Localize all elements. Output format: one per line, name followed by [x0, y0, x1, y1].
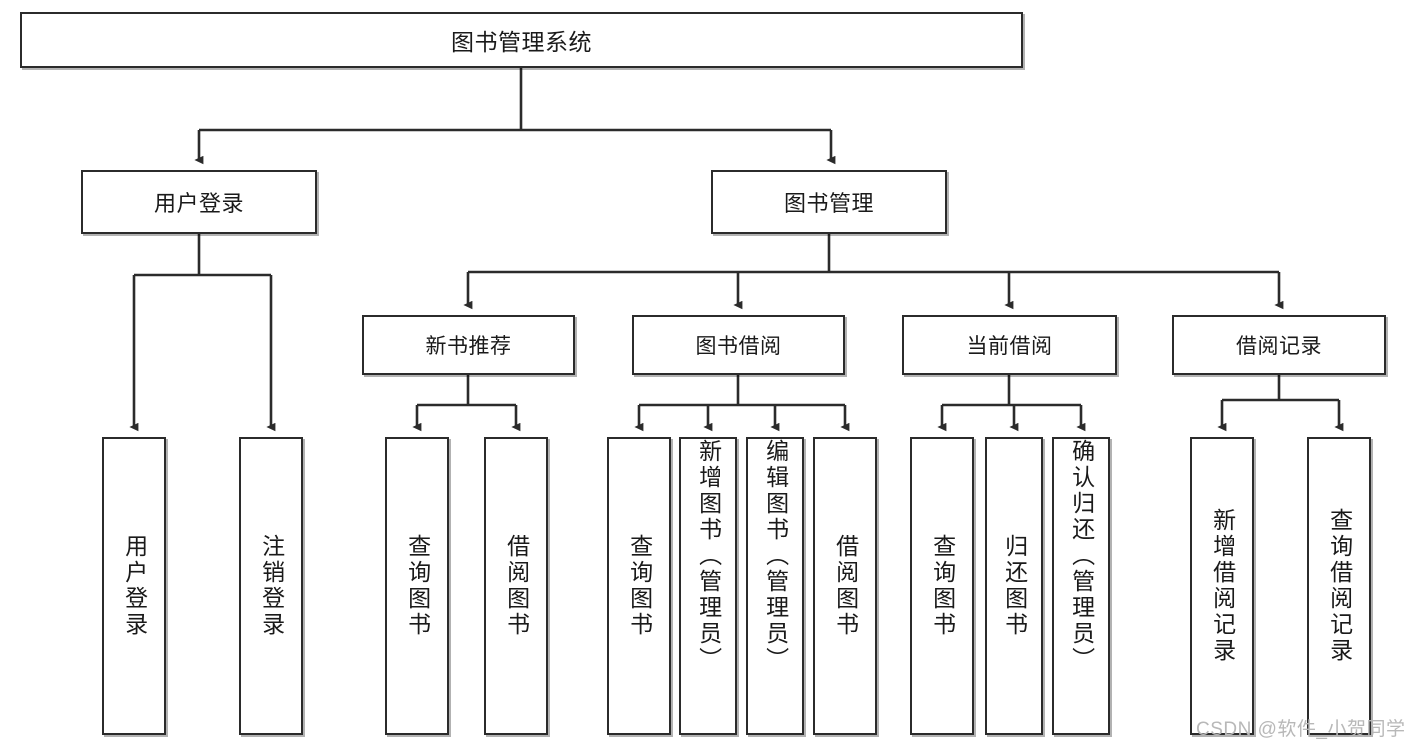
node-label: 用户登录: [153, 191, 244, 216]
node-book-borrow[interactable]: 图书借阅: [632, 315, 845, 375]
node-label: 查询借阅记录: [1326, 508, 1353, 664]
node-label: 确认归还（管理员）: [1068, 439, 1095, 673]
leaf-add-borrow-record[interactable]: 新增借阅记录: [1190, 437, 1254, 735]
leaf-query-book-current[interactable]: 查询图书: [910, 437, 974, 735]
node-label: 借阅记录: [1236, 335, 1322, 358]
node-root-system[interactable]: 图书管理系统: [20, 12, 1023, 68]
node-new-book-recommend[interactable]: 新书推荐: [362, 315, 575, 375]
node-book-management[interactable]: 图书管理: [711, 170, 947, 234]
leaf-edit-book-admin[interactable]: 编辑图书（管理员）: [746, 437, 804, 735]
node-label: 查询图书: [929, 534, 956, 638]
leaf-query-book-newbook[interactable]: 查询图书: [385, 437, 449, 735]
leaf-return-book[interactable]: 归还图书: [985, 437, 1043, 735]
node-label: 借阅图书: [832, 534, 859, 638]
leaf-query-book-borrow[interactable]: 查询图书: [607, 437, 671, 735]
node-label: 归还图书: [1001, 534, 1028, 638]
leaf-confirm-return-admin[interactable]: 确认归还（管理员）: [1052, 437, 1110, 735]
leaf-add-book-admin[interactable]: 新增图书（管理员）: [679, 437, 737, 735]
node-user-login[interactable]: 用户登录: [81, 170, 317, 234]
node-label: 注销登录: [258, 534, 285, 638]
node-current-borrow[interactable]: 当前借阅: [902, 315, 1117, 375]
node-label: 编辑图书（管理员）: [762, 439, 789, 673]
node-borrow-records[interactable]: 借阅记录: [1172, 315, 1386, 375]
node-label: 查询图书: [626, 534, 653, 638]
node-label: 查询图书: [404, 534, 431, 638]
node-label: 图书借阅: [695, 335, 782, 358]
node-label: 图书管理系统: [451, 29, 592, 55]
leaf-user-login[interactable]: 用户登录: [102, 437, 166, 735]
node-label: 用户登录: [121, 534, 148, 638]
watermark-text: CSDN @软件_小贺同学: [1196, 719, 1405, 740]
leaf-borrow-book-newbook[interactable]: 借阅图书: [484, 437, 548, 735]
node-label: 图书管理: [783, 191, 874, 216]
node-label: 新书推荐: [425, 335, 512, 358]
node-label: 借阅图书: [503, 534, 530, 638]
node-label: 新增图书（管理员）: [695, 439, 722, 673]
leaf-query-borrow-record[interactable]: 查询借阅记录: [1307, 437, 1371, 735]
node-label: 当前借阅: [966, 335, 1053, 358]
leaf-logout[interactable]: 注销登录: [239, 437, 303, 735]
node-label: 新增借阅记录: [1209, 508, 1236, 664]
leaf-lend-book[interactable]: 借阅图书: [813, 437, 877, 735]
